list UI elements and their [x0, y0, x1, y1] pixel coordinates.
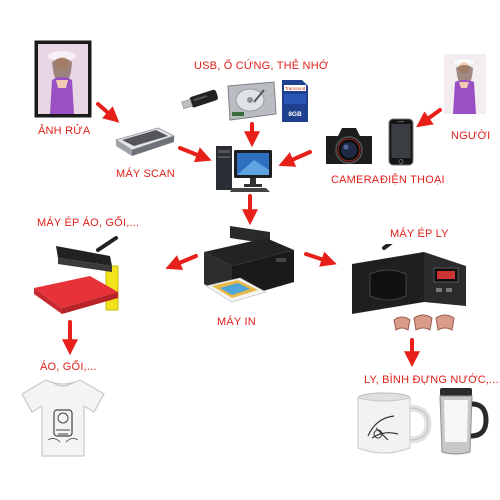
phone-label: ĐIỆN THOẠI — [380, 174, 445, 186]
mug-press-icon — [352, 244, 466, 331]
heat-press-icon — [34, 236, 119, 314]
mugs-label: LY, BÌNH ĐỰNG NƯỚC,... — [364, 374, 499, 386]
usb-drive-icon — [181, 89, 218, 110]
printer-label: MÁY IN — [217, 316, 256, 328]
portrait-photo-icon — [34, 40, 92, 118]
shirt-press-label: MÁY ÉP ÁO, GỐI,... — [37, 217, 140, 229]
arrow-scanner-to-computer — [178, 146, 212, 163]
scanner-icon — [114, 127, 176, 156]
shirts-label: ÁO, GỐI,... — [40, 361, 97, 373]
tshirt-icon — [21, 379, 105, 457]
arrow-person-to-phone — [416, 108, 442, 128]
smartphone-icon — [388, 118, 414, 166]
person-label: NGƯỜI — [451, 130, 491, 142]
person-photo-icon — [444, 54, 486, 114]
hard-disk-icon — [227, 81, 277, 121]
dslr-camera-icon — [326, 128, 372, 164]
storage-label: USB, Ổ CỨNG, THẺ NHỚ — [194, 60, 329, 72]
photo-print-label: ẢNH RỬA — [38, 125, 91, 137]
mug-press-label: MÁY ÉP LY — [390, 228, 449, 240]
memory-card-brand: Transcend — [285, 86, 306, 91]
memory-card-size: 8GB — [288, 111, 302, 118]
scanner-label: MÁY SCAN — [116, 168, 175, 180]
travel-mug-icon — [439, 388, 489, 455]
camera-label: CAMERA — [331, 174, 380, 186]
arrow-photo-to-scanner — [96, 102, 120, 123]
inkjet-printer-icon — [204, 226, 294, 303]
desktop-computer-icon — [216, 146, 272, 192]
arrow-printer-to-shirt-press — [165, 254, 198, 270]
mug-icon — [357, 392, 432, 454]
memory-card-icon: Transcend 8GB — [282, 80, 308, 122]
arrow-printer-to-mug-press — [304, 251, 337, 267]
arrow-camera-to-computer — [278, 150, 312, 167]
